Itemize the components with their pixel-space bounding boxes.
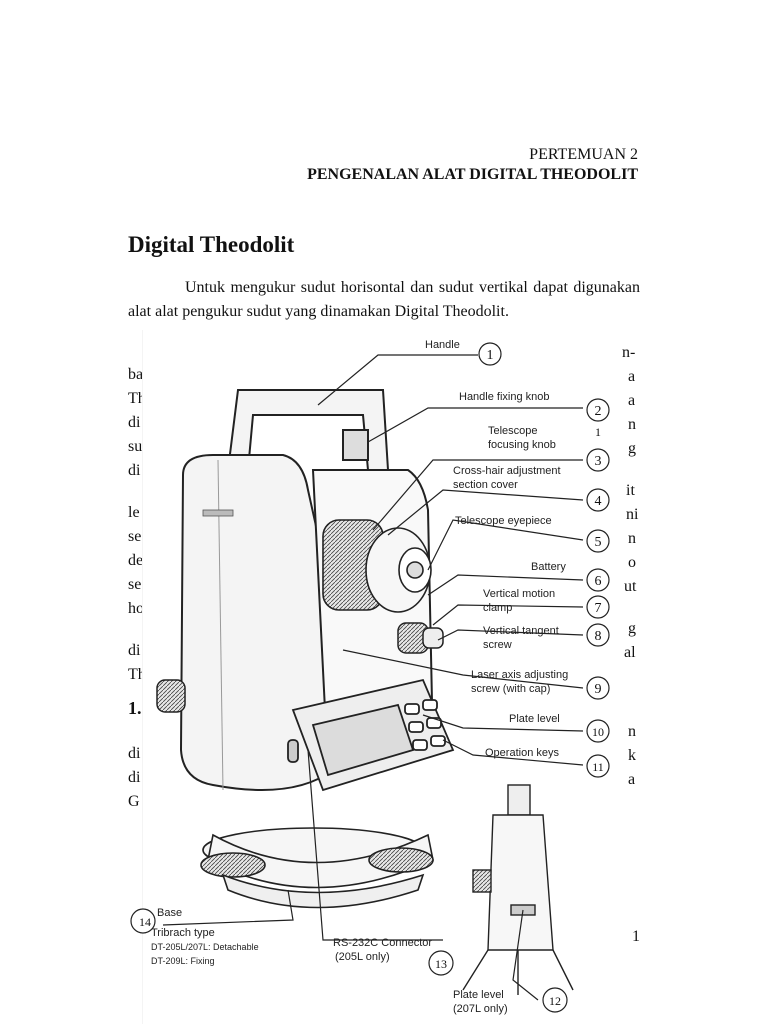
callout-8: 8 <box>595 629 602 644</box>
callout-leaders <box>162 354 584 1001</box>
label-plate-level-207l-1: Plate level <box>453 989 504 1001</box>
label-crosshair-1: Cross-hair adjustment <box>453 465 561 477</box>
text-fragment: n- <box>622 344 636 361</box>
text-fragment: di <box>128 414 141 431</box>
figure-mark: 1 <box>595 425 601 439</box>
text-fragment: di <box>128 769 141 786</box>
text-fragment: a <box>628 771 636 788</box>
header-meeting-number: PERTEMUAN 2 <box>529 146 638 163</box>
intro-text: Untuk mengukur sudut horisontal dan sudu… <box>128 279 640 320</box>
label-base: Base <box>157 907 182 919</box>
text-fragment: a <box>628 368 636 385</box>
label-tribrach-detachable: DT-205L/207L: Detachable <box>151 942 259 952</box>
text-fragment: di <box>128 745 141 762</box>
label-laser-axis-1: Laser axis adjusting <box>471 669 568 681</box>
label-vertical-tangent-2: screw <box>483 639 512 651</box>
operation-panel <box>287 678 455 792</box>
text-fragment: n <box>628 416 636 433</box>
text-fragment: ni <box>626 506 639 523</box>
callout-10: 10 <box>592 725 604 739</box>
text-fragment: a <box>628 392 636 409</box>
label-vertical-clamp-2: clamp <box>483 602 512 614</box>
text-fragment: su <box>128 438 143 455</box>
theodolite-diagram: Handle Handle fixing knob Telescope focu… <box>130 339 610 1015</box>
text-fragment: G <box>128 793 140 810</box>
horizontal-clamp-knob <box>156 679 186 713</box>
text-fragment: n <box>628 723 636 740</box>
callout-6: 6 <box>595 574 602 589</box>
label-operation-keys: Operation keys <box>485 747 559 759</box>
intro-paragraph: Untuk mengukur sudut horisontal dan sudu… <box>128 276 640 324</box>
text-fragment: se <box>128 528 142 545</box>
callout-labels: Handle Handle fixing knob Telescope focu… <box>151 339 601 1015</box>
label-crosshair-2: section cover <box>453 479 518 491</box>
theodolite-figure: Handle Handle fixing knob Telescope focu… <box>130 330 620 1024</box>
header-chapter-title: PENGENALAN ALAT DIGITAL THEODOLIT <box>307 166 638 183</box>
text-fragment: Th <box>128 666 146 683</box>
telescope <box>322 519 432 613</box>
text-fragment: Th <box>128 390 146 407</box>
text-fragment: g <box>628 440 636 457</box>
text-fragment: n <box>628 530 636 547</box>
callout-3: 3 <box>595 454 602 469</box>
callout-7: 7 <box>595 601 602 616</box>
text-fragment: ba <box>128 366 144 383</box>
vertical-tangent-screw <box>397 622 444 654</box>
callout-4: 4 <box>595 494 602 509</box>
label-rs232-1: RS-232C Connector <box>333 937 432 949</box>
text-fragment: o <box>628 554 636 571</box>
callout-numbers <box>130 342 610 1013</box>
text-fragment: ut <box>624 578 637 595</box>
text-fragment: 1. <box>128 698 142 718</box>
text-fragment: al <box>624 644 636 661</box>
label-telescope-focusing-2: focusing knob <box>488 439 556 451</box>
section-title: Digital Theodolit <box>128 232 295 257</box>
text-fragment: de <box>128 552 144 569</box>
callout-14: 14 <box>139 915 151 929</box>
text-fragment: ho <box>128 600 144 617</box>
page-number: 1 <box>632 928 640 945</box>
text-fragment: le <box>128 504 140 521</box>
text-fragment: k <box>628 747 636 764</box>
label-battery: Battery <box>531 561 566 573</box>
label-tribrach: Tribrach type <box>151 927 215 939</box>
label-laser-axis-2: screw (with cap) <box>471 683 550 695</box>
callout-12: 12 <box>549 994 561 1008</box>
tribrach-base <box>200 827 434 909</box>
callout-1: 1 <box>487 348 494 363</box>
callout-number-text: 1 2 3 4 5 6 7 8 9 10 11 12 13 14 <box>139 348 604 1008</box>
callout-11: 11 <box>592 760 604 774</box>
label-eyepiece: Telescope eyepiece <box>455 515 552 527</box>
text-fragment: se <box>128 576 142 593</box>
callout-5: 5 <box>595 535 602 550</box>
label-vertical-clamp-1: Vertical motion <box>483 588 555 600</box>
label-handle-fixing-knob: Handle fixing knob <box>459 391 550 403</box>
label-tribrach-fixing: DT-209L: Fixing <box>151 956 215 966</box>
side-view-drawing <box>462 784 574 995</box>
label-plate-level: Plate level <box>509 713 560 725</box>
text-fragment: di <box>128 462 141 479</box>
label-telescope-focusing-1: Telescope <box>488 425 538 437</box>
text-fragment: di <box>128 642 141 659</box>
callout-9: 9 <box>595 682 602 697</box>
callout-13: 13 <box>435 957 447 971</box>
label-handle: Handle <box>425 339 460 351</box>
callout-2: 2 <box>595 404 602 419</box>
label-rs232-2: (205L only) <box>335 951 390 963</box>
text-fragment: g <box>628 620 636 637</box>
label-plate-level-207l-2: (207L only) <box>453 1003 508 1015</box>
text-fragment: it <box>626 482 635 499</box>
label-vertical-tangent-1: Vertical tangent <box>483 625 559 637</box>
